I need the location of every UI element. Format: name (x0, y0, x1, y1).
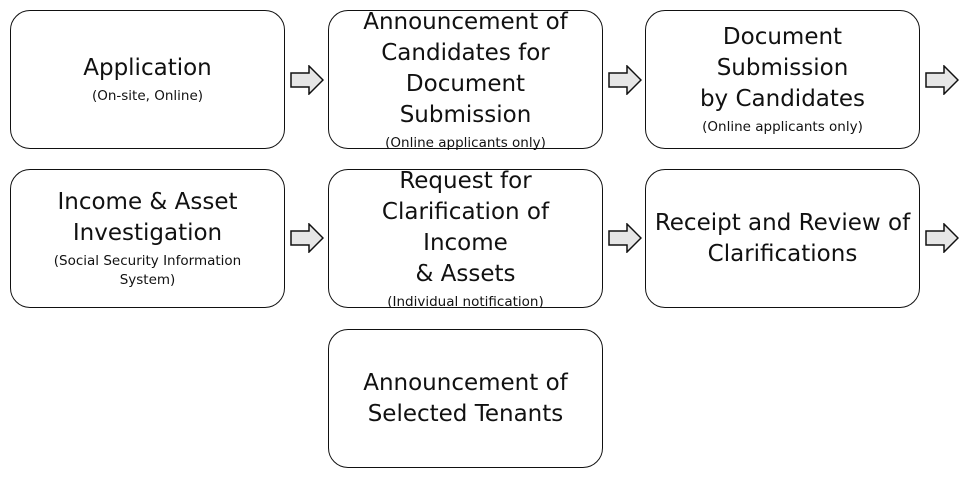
step-note: (On-site, Online) (91, 88, 204, 104)
step-title: Announcement of Selected Tenants (363, 369, 568, 427)
step-note: (Social Security Information System) (53, 253, 242, 288)
step-title: Request for Clarification of Income & As… (381, 167, 550, 287)
step-document-submission: Document Submission by Candidates (Onlin… (645, 10, 920, 149)
step-clarification-review: Receipt and Review of Clarifications (645, 169, 920, 308)
step-income-asset-investigation: Income & Asset Investigation (Social Sec… (10, 169, 285, 308)
step-candidates-announcement: Announcement of Candidates for Document … (328, 8, 603, 151)
right-arrow-icon (290, 223, 324, 253)
step-title: Announcement of Candidates for Document … (363, 8, 568, 128)
right-arrow-icon (925, 223, 959, 253)
step-application: Application (On-site, Online) (10, 10, 285, 149)
step-clarification-request: Request for Clarification of Income & As… (328, 167, 603, 310)
step-title: Application (83, 55, 212, 81)
right-arrow-icon (608, 223, 642, 253)
step-note: (Online applicants only) (702, 119, 863, 135)
step-title: Receipt and Review of Clarifications (654, 209, 911, 267)
right-arrow-icon (925, 65, 959, 95)
step-note: (Individual notification) (387, 293, 544, 310)
step-selected-tenants-announcement: Announcement of Selected Tenants (328, 329, 603, 468)
step-title: Document Submission by Candidates (699, 24, 866, 112)
step-note: (Online applicants only) (385, 134, 546, 151)
right-arrow-icon (608, 65, 642, 95)
step-title: Income & Asset Investigation (57, 189, 238, 246)
right-arrow-icon (290, 65, 324, 95)
